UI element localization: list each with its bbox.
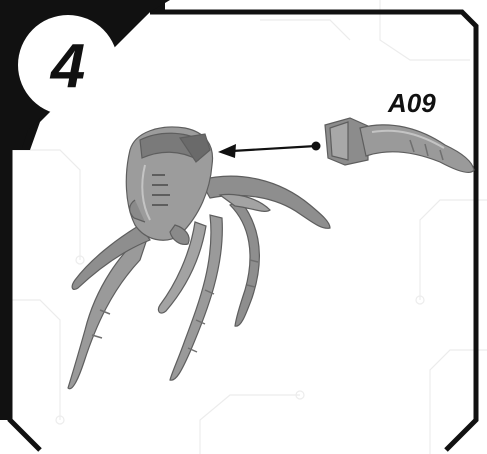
- step-number: 4: [49, 32, 85, 101]
- main-body-illustration: [68, 127, 330, 389]
- part-code-label: A09: [387, 88, 436, 118]
- arrow-left-icon: [218, 142, 321, 159]
- part-a09-illustration: [325, 118, 474, 172]
